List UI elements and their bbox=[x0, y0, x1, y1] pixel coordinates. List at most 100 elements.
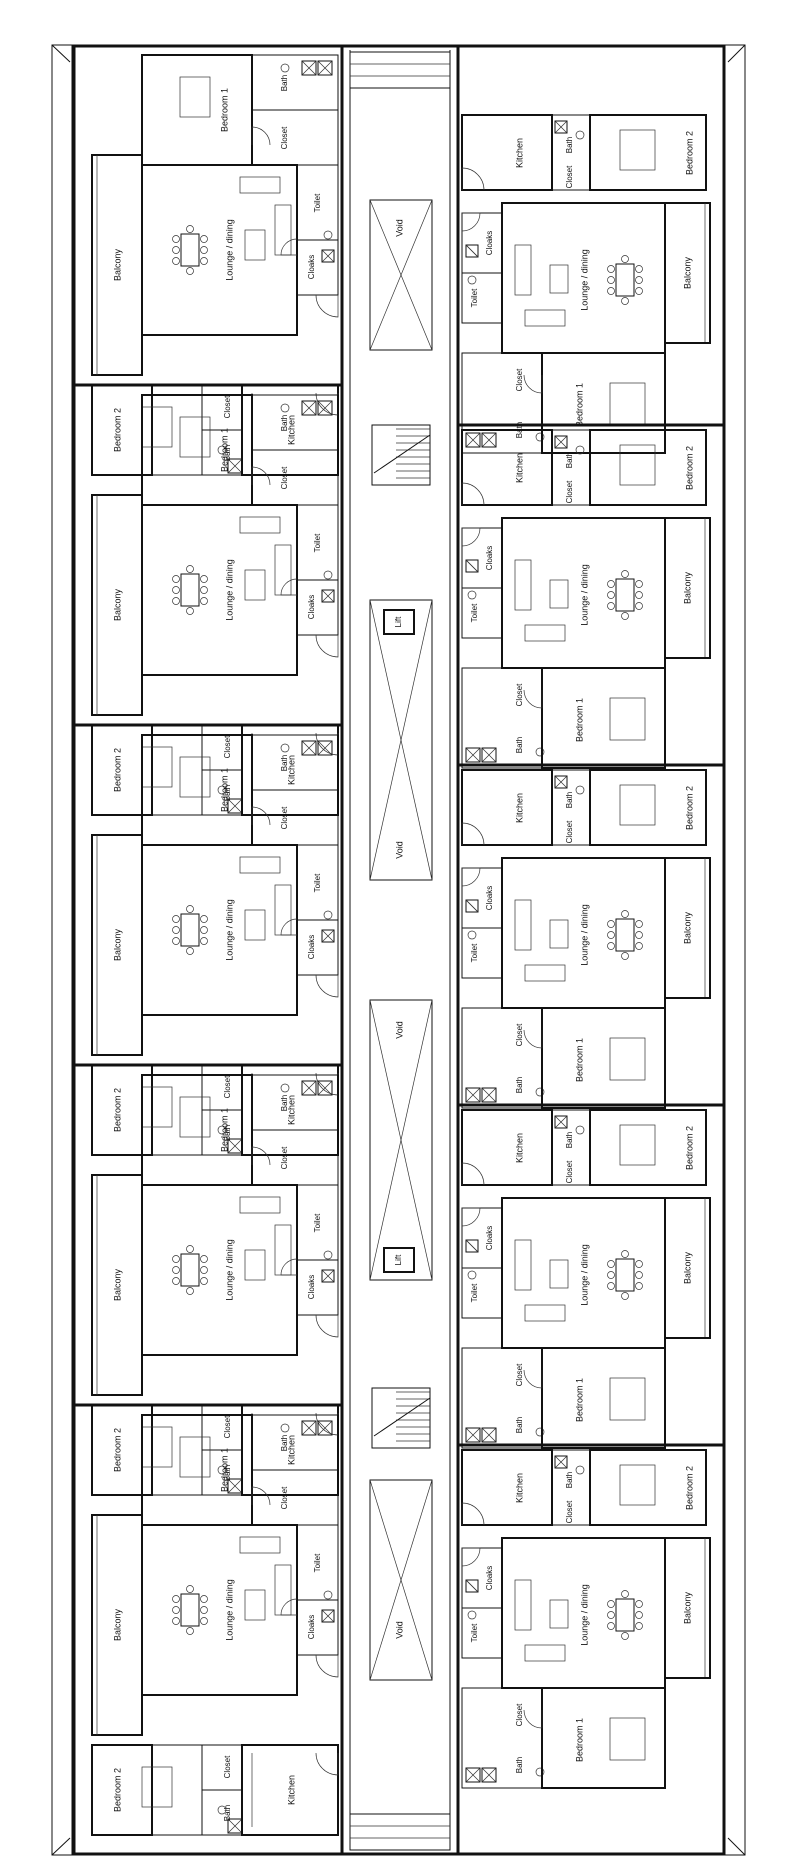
chair bbox=[172, 597, 180, 605]
shaft-outline bbox=[369, 1479, 433, 1681]
toilet-label: Toilet bbox=[313, 1553, 322, 1572]
fixture-x bbox=[321, 1269, 335, 1283]
basin bbox=[280, 403, 290, 413]
chair bbox=[200, 915, 208, 923]
closet-bath bbox=[461, 352, 543, 454]
chair bbox=[607, 580, 615, 588]
stair-outline bbox=[371, 1387, 431, 1449]
fixture bbox=[465, 244, 479, 258]
coffee-table bbox=[244, 229, 266, 261]
wc bbox=[323, 1250, 333, 1260]
door-swing bbox=[315, 732, 339, 756]
chair bbox=[635, 1611, 643, 1619]
fixture-x bbox=[301, 740, 317, 756]
kitchen-label: Kitchen bbox=[286, 1775, 296, 1805]
fixture-x bbox=[227, 1818, 243, 1834]
chair bbox=[186, 905, 194, 913]
chair bbox=[200, 1617, 208, 1625]
basin bbox=[535, 1087, 545, 1097]
sofa bbox=[524, 624, 566, 642]
fixture-x bbox=[465, 559, 479, 573]
fixture-x bbox=[481, 1087, 497, 1103]
toilet-label: Toilet bbox=[313, 873, 322, 892]
lounge bbox=[141, 1524, 298, 1696]
bed bbox=[609, 1717, 646, 1761]
lounge bbox=[141, 1184, 298, 1356]
closet-label: Closet bbox=[280, 1146, 289, 1169]
table-top bbox=[180, 1253, 200, 1287]
sofa bbox=[524, 1644, 566, 1662]
fixture bbox=[481, 1087, 497, 1103]
table-top bbox=[615, 918, 635, 952]
fixture-x bbox=[301, 1420, 317, 1436]
bed bbox=[141, 1766, 173, 1808]
door-swing bbox=[461, 212, 481, 232]
door-swing bbox=[280, 238, 298, 256]
chair bbox=[186, 607, 194, 615]
bath-2-label: Bath bbox=[223, 445, 232, 461]
fixture-x bbox=[465, 244, 479, 258]
fixture-x bbox=[301, 400, 317, 416]
sofa bbox=[514, 244, 532, 296]
cloaks-label: Cloaks bbox=[485, 1566, 494, 1590]
shaft-outline bbox=[369, 199, 433, 351]
chair bbox=[607, 591, 615, 599]
toilet-label: Toilet bbox=[470, 288, 479, 307]
bedroom-1-label: Bedroom 1 bbox=[219, 1448, 229, 1492]
chair bbox=[172, 1617, 180, 1625]
coffee-table bbox=[549, 579, 569, 609]
shaft-diagonal bbox=[369, 1479, 433, 1681]
wc bbox=[323, 230, 333, 240]
closet-bath bbox=[461, 1007, 543, 1109]
door-swing bbox=[523, 1029, 543, 1049]
bath bbox=[251, 54, 339, 111]
bed bbox=[179, 76, 211, 118]
fixture-x bbox=[465, 1579, 479, 1593]
bedroom-1-label: Bedroom 1 bbox=[219, 768, 229, 812]
shaft-outline bbox=[369, 999, 433, 1281]
fixture-x bbox=[301, 1080, 317, 1096]
fixture-x bbox=[227, 458, 243, 474]
bath-2-label: Bath bbox=[565, 452, 574, 468]
cloaks-label: Cloaks bbox=[485, 886, 494, 910]
door-swing bbox=[280, 1258, 298, 1276]
balcony-label: Balcony bbox=[682, 571, 692, 604]
balcony-label: Balcony bbox=[112, 928, 122, 961]
fixture bbox=[317, 740, 333, 756]
door-swing bbox=[461, 822, 485, 846]
table-top bbox=[180, 1593, 200, 1627]
sofa bbox=[239, 176, 281, 194]
fixture-x bbox=[481, 1427, 497, 1443]
bedroom-2-label: Bedroom 2 bbox=[112, 748, 122, 792]
fixture bbox=[301, 60, 317, 76]
shaft-outline bbox=[369, 599, 433, 881]
cloaks bbox=[296, 579, 339, 636]
door-swing bbox=[251, 806, 271, 826]
chair bbox=[200, 1255, 208, 1263]
cloaks bbox=[296, 1599, 339, 1656]
chair bbox=[186, 1627, 194, 1635]
lounge-label: Lounge / dining bbox=[224, 899, 234, 961]
fixture-x bbox=[321, 929, 335, 943]
closet-label: Closet bbox=[280, 806, 289, 829]
bed bbox=[609, 382, 646, 426]
bedroom-2-label: Bedroom 2 bbox=[684, 1466, 694, 1510]
chair bbox=[635, 580, 643, 588]
kitchen bbox=[461, 1449, 553, 1526]
cloaks-label: Cloaks bbox=[485, 1226, 494, 1250]
door-swing bbox=[461, 1162, 485, 1186]
fixture-x bbox=[465, 432, 481, 448]
closet-label: Closet bbox=[515, 683, 524, 706]
void-label: Void bbox=[394, 219, 404, 237]
closet bbox=[251, 449, 339, 506]
basin bbox=[575, 445, 585, 455]
closet bbox=[251, 1129, 339, 1186]
coffee-table bbox=[244, 909, 266, 941]
chair bbox=[200, 246, 208, 254]
bath-label: Bath bbox=[515, 737, 524, 753]
fixture bbox=[554, 775, 568, 789]
corridor-walls bbox=[340, 46, 460, 1854]
bath-2-label: Bath bbox=[565, 137, 574, 153]
